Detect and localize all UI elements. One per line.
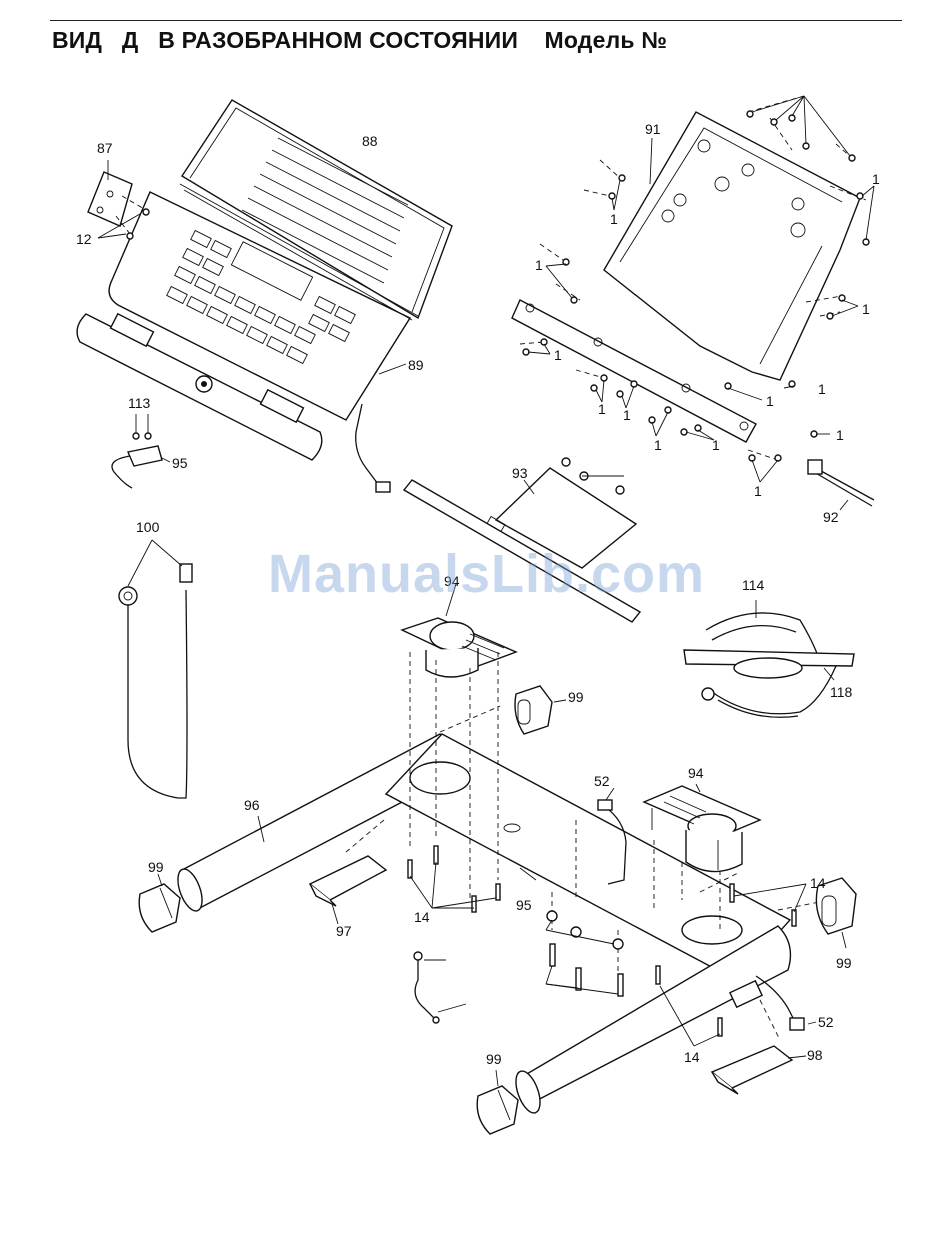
end-cap-99-d [477,1070,518,1134]
pad-98 [712,1046,806,1094]
label-93: 93 [512,465,528,481]
label-91: 91 [645,121,661,137]
label-1-c: 1 [535,257,543,273]
label-89: 89 [408,357,424,373]
label-14-left: 14 [414,909,430,925]
watermark: ManualsLib.com [268,543,705,605]
label-1-j: 1 [654,437,662,453]
label-1-g: 1 [818,381,826,397]
cord-100 [119,540,192,798]
label-97: 97 [336,923,352,939]
chest-strap [684,600,854,717]
label-14-right: 14 [810,875,826,891]
label-1-b: 1 [610,211,618,227]
label-96: 96 [244,797,260,813]
label-1-h: 1 [598,401,606,417]
label-98: 98 [807,1047,823,1063]
label-114: 114 [742,577,765,593]
label-12: 12 [76,231,92,247]
end-cap-99-a [515,686,566,734]
label-99-b: 99 [148,859,164,875]
label-113: 113 [128,395,151,411]
label-52-lower: 52 [818,1014,834,1030]
base-frame [173,652,830,1116]
label-99-d: 99 [486,1051,502,1067]
label-1-l: 1 [836,427,844,443]
label-99-a: 99 [568,689,584,705]
label-118: 118 [830,684,853,700]
label-94-lower: 94 [688,765,704,781]
label-1-k: 1 [712,437,720,453]
label-88: 88 [362,133,378,149]
label-100: 100 [136,519,160,535]
label-87: 87 [97,140,113,156]
label-1-f: 1 [766,393,774,409]
end-cap-99-b [139,874,180,932]
label-1-d: 1 [862,301,870,317]
label-99-c: 99 [836,955,852,971]
label-1-a: 1 [872,171,880,187]
label-1-m: 1 [754,483,762,499]
upright-frame-91 [512,96,874,482]
sensor-bracket-95 [112,414,170,488]
rod-92 [808,460,874,510]
label-1-e: 1 [554,347,562,363]
label-95-upper: 95 [172,455,188,471]
label-14-bottom: 14 [684,1049,700,1065]
console-assembly [77,100,452,492]
label-52-upper: 52 [594,773,610,789]
pad-97 [310,856,386,924]
label-1-i: 1 [623,407,631,423]
label-95-lower: 95 [516,897,532,913]
label-92: 92 [823,509,839,525]
